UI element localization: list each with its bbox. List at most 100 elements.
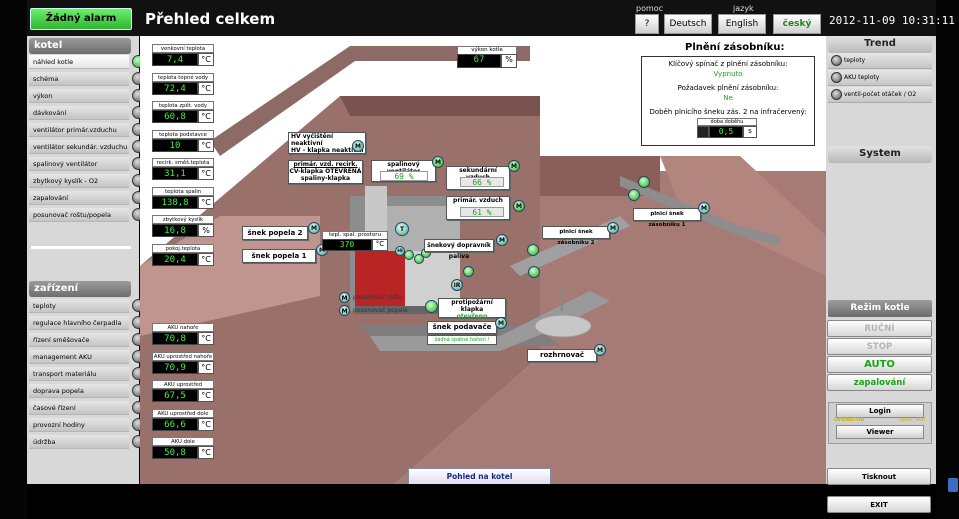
login-button[interactable]: Login	[836, 404, 924, 418]
m-icon[interactable]: M	[513, 200, 525, 212]
viewer-button[interactable]: Viewer	[836, 425, 924, 439]
nav-item[interactable]: schéma	[29, 72, 145, 86]
nav-item[interactable]: řízení směšovače	[29, 333, 145, 347]
dobeh-value[interactable]: 0,5	[709, 126, 743, 138]
m-icon[interactable]: M	[698, 202, 710, 214]
m-icon[interactable]: M	[308, 222, 320, 234]
readout-unit: °C	[198, 53, 214, 66]
lang-english-button[interactable]: English	[718, 14, 766, 34]
nav-item-label: údržba	[33, 438, 56, 446]
readout-unit: °C	[198, 138, 214, 152]
lang-german-button[interactable]: Deutsch	[664, 14, 712, 34]
nav-item[interactable]: výkon	[29, 89, 145, 103]
plnici-snek-2: plnicí šnek zásobníku 2	[542, 226, 610, 246]
nav-item[interactable]: údržba	[29, 435, 145, 449]
plneni-line1: Klíčový spínač z plnění zásobníku:	[668, 60, 788, 68]
fire-damper-icon[interactable]	[425, 300, 438, 313]
nav-item[interactable]: náhled kotle	[29, 55, 145, 69]
recirk-status: primár. vzd. recirk. CV-klapka OTEVŘENÁ …	[288, 160, 363, 184]
nav-item-label: zbytkový kyslík - O2	[33, 177, 99, 185]
ir-sensor-icon[interactable]	[628, 189, 640, 201]
nav-item[interactable]: doprava popela	[29, 384, 145, 398]
readout-unit: °C	[198, 332, 214, 345]
alarm-button[interactable]: Žádný alarm	[30, 8, 132, 30]
nav-item[interactable]: dávkování	[29, 106, 145, 120]
readout-value: 20,4	[152, 252, 198, 266]
datetime: 2012-11-09 10:31:11	[829, 14, 955, 27]
readout-label: AKU dole	[152, 437, 214, 446]
nav-item[interactable]: provozní hodiny	[29, 418, 145, 432]
m-icon[interactable]	[638, 176, 650, 188]
chat-icon[interactable]	[948, 478, 958, 492]
m-icon[interactable]: M	[495, 317, 507, 329]
spalin-value: 69 %	[380, 171, 428, 181]
trend-item[interactable]: teploty	[828, 53, 932, 69]
m-icon[interactable]	[414, 254, 424, 264]
m-icon[interactable]	[463, 266, 474, 277]
kotel-header: kotel	[29, 38, 131, 54]
readout-value: 66,6	[152, 417, 198, 431]
nav-item[interactable]: zbytkový kyslík - O2	[29, 174, 145, 188]
dobeh-unit: s	[743, 126, 757, 138]
tepl-spal-value: 370	[322, 239, 372, 251]
stepper-icon[interactable]	[697, 126, 709, 138]
mode-manual-button[interactable]: RUČNÍ	[827, 320, 932, 337]
m-icon[interactable]	[528, 266, 540, 278]
m-icon[interactable]: M	[496, 234, 508, 246]
exit-button[interactable]: EXIT	[827, 496, 931, 513]
readout-value: 50,8	[152, 446, 198, 459]
readout-value: 70,8	[152, 332, 198, 345]
trend-item-label: AKU teploty	[844, 74, 880, 81]
t-sensor-icon[interactable]: T	[395, 222, 409, 236]
m-icon[interactable]: M	[339, 305, 350, 316]
trend-knob-icon	[831, 55, 842, 66]
nav-item[interactable]: regulace hlavního čerpadla	[29, 316, 145, 330]
readout-unit: °C	[198, 167, 214, 180]
posunovac-rostu: posunovač roštu	[353, 294, 403, 301]
level-label: Level: 400	[899, 417, 926, 423]
readout-value: 10	[152, 138, 198, 152]
plnici-snek-1: plnicí šnek zásobníku 1	[633, 208, 701, 228]
m-icon[interactable]	[527, 244, 539, 256]
m-icon[interactable]: M	[339, 292, 350, 303]
nav-item[interactable]: teploty	[29, 299, 145, 313]
trend-item-label: teploty	[844, 57, 866, 64]
readout-value: 60,8	[152, 110, 198, 123]
mode-stop-button[interactable]: STOP	[827, 338, 932, 355]
view-boiler-button[interactable]: Pohled na kotel	[408, 468, 551, 484]
nav-item[interactable]: transport materiálu	[29, 367, 145, 381]
nav-item-label: posunovač roštu/popela	[33, 211, 111, 219]
lang-czech-button[interactable]: český	[773, 14, 821, 34]
m-icon[interactable]: M	[607, 222, 619, 234]
m-icon[interactable]	[404, 250, 414, 260]
nav-item[interactable]: posunovač roštu/popela	[29, 208, 145, 222]
trend-item[interactable]: ventil-počet otáček / O2	[828, 87, 932, 103]
nav-item[interactable]: spalinový ventilátor	[29, 157, 145, 171]
nav-item[interactable]: management AKU	[29, 350, 145, 364]
mode-ignition-button[interactable]: zapalování	[827, 374, 932, 391]
help-button[interactable]: ?	[635, 14, 659, 34]
mode-auto-button[interactable]: AUTO	[827, 356, 932, 373]
print-button[interactable]: Tisknout	[827, 468, 931, 485]
nav-item[interactable]: časové řízení	[29, 401, 145, 415]
nav-item[interactable]: ventilátor sekundár. vzduchu	[29, 140, 145, 154]
m-icon[interactable]: M	[352, 140, 364, 152]
language-label: jazyk	[733, 4, 754, 13]
trend-item[interactable]: AKU teploty	[828, 70, 932, 86]
readout-label: zbytkový kyslík	[152, 215, 214, 224]
readout-label: teplota spalin	[152, 186, 214, 196]
m-icon[interactable]: M	[432, 156, 444, 168]
system-header[interactable]: System	[828, 146, 932, 163]
plneni-line1-value: Vypnuto	[713, 70, 743, 78]
divider	[31, 246, 131, 249]
left-sidebar: kotel náhled kotle schéma výkon dávkování ve…	[27, 36, 145, 484]
m-icon[interactable]: M	[594, 344, 606, 356]
nav-item[interactable]: ventilátor primár.vzduchu	[29, 123, 145, 137]
zarizeni-header: zařízení	[29, 281, 131, 297]
ir-sensor-icon[interactable]: IR	[451, 279, 463, 291]
readout-value: 67,5	[152, 389, 198, 402]
kotel-nav: náhled kotle schéma výkon dávkování ventilát…	[29, 55, 145, 225]
m-icon[interactable]: M	[508, 160, 520, 172]
recirk-line1: primár. vzd. recirk.	[293, 161, 358, 168]
nav-item[interactable]: zapalování	[29, 191, 145, 205]
